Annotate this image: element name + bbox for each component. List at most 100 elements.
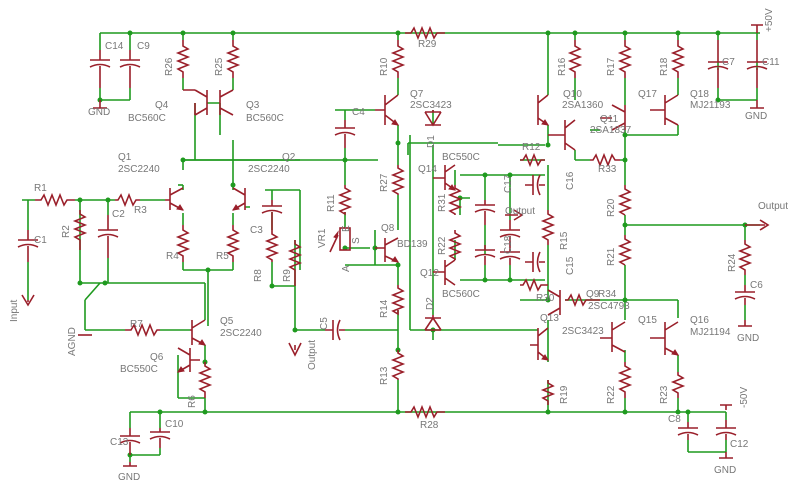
label-r8: R8	[253, 269, 264, 282]
label-output-mid: Output	[505, 206, 536, 217]
label-d2: D2	[425, 297, 436, 310]
label-q1: Q1	[118, 152, 132, 163]
label-c11: C11	[762, 57, 780, 68]
label-r3: R3	[134, 205, 147, 216]
label-r17: R17	[606, 57, 617, 76]
label-gnd-bottom-left: GND	[118, 472, 141, 483]
label-gnd-bottom-right: GND	[714, 465, 737, 476]
label-c16: C16	[565, 171, 576, 190]
label-r25: R25	[214, 57, 225, 76]
label-r30: R30	[536, 293, 555, 304]
label-r26: R26	[164, 57, 175, 76]
label-r20: R20	[606, 198, 617, 217]
label-r2: R2	[61, 225, 72, 238]
label-r27: R27	[379, 173, 390, 192]
label-c18: C18	[503, 235, 514, 254]
label-r10: R10	[379, 57, 390, 76]
label-c12: C12	[730, 439, 749, 450]
label-gnd-top-right: GND	[745, 111, 768, 122]
label-c13: C13	[110, 437, 129, 448]
label-input: Input	[9, 299, 20, 322]
capacitors	[17, 40, 768, 455]
label-r31: R31	[437, 193, 448, 212]
label-r29: R29	[418, 39, 437, 50]
label-c17: C17	[503, 174, 514, 193]
label-q4-part: BC560C	[128, 113, 166, 124]
label-r14: R14	[379, 299, 390, 318]
label-r5: R5	[216, 251, 229, 262]
label-gnd-c6: GND	[737, 333, 760, 344]
label-q6-part: BC550C	[120, 364, 158, 375]
label-q7: Q7	[410, 89, 424, 100]
label-d1: D1	[426, 135, 437, 148]
label-q14-part: BC550C	[442, 152, 480, 163]
label-q1-part: 2SC2240	[118, 164, 160, 175]
label-vr1-e: E	[341, 225, 352, 232]
label-r18: R18	[659, 57, 670, 76]
label-r34: R34	[598, 289, 617, 300]
label-gnd-top-left: GND	[88, 107, 111, 118]
label-q5: Q5	[220, 316, 234, 327]
label-c4: C4	[352, 107, 365, 118]
label-output-bottom: Output	[307, 339, 318, 370]
label-q18-part: MJ21193	[690, 100, 731, 111]
label-r15: R15	[559, 231, 570, 250]
label-r21: R21	[606, 247, 617, 266]
label-q16: Q16	[690, 315, 709, 326]
label-r11: R11	[326, 194, 337, 212]
label-q5-part: 2SC2240	[220, 328, 262, 339]
label-q15: Q15	[638, 315, 657, 326]
label-q7-part: 2SC3423	[410, 100, 452, 111]
label-r28: R28	[420, 420, 439, 431]
label-q14: Q14	[418, 164, 437, 175]
label-q8: Q8	[381, 223, 395, 234]
label-vr1-a: A	[341, 265, 352, 272]
label-c8: C8	[668, 414, 681, 425]
label-q4: Q4	[155, 100, 169, 111]
label-r4: R4	[166, 251, 179, 262]
label-q12: Q12	[420, 268, 439, 279]
label-q6: Q6	[150, 352, 164, 363]
resistors	[35, 25, 753, 420]
label-q8-part: BD139	[397, 239, 428, 250]
label-c3: C3	[250, 225, 263, 236]
label-c15: C15	[565, 256, 576, 275]
label-c6: C6	[750, 280, 763, 291]
label-c2: C2	[112, 209, 125, 220]
label-r12: R12	[522, 142, 541, 153]
label-q2-part: 2SC2240	[248, 164, 290, 175]
label-q9-part: 2SC4793	[588, 301, 630, 312]
label-r23: R23	[659, 385, 670, 404]
label-r19: R19	[559, 385, 570, 404]
label-r7: R7	[130, 319, 143, 330]
label-r16: R16	[557, 57, 568, 76]
label-r33: R33	[598, 164, 617, 175]
label-plus50v: +50V	[764, 8, 775, 32]
label-c7: C7	[722, 57, 735, 68]
label-q10: Q10	[563, 89, 582, 100]
label-q2: Q2	[282, 152, 296, 163]
label-r22-upper: R22	[437, 236, 448, 255]
label-q18: Q18	[690, 89, 709, 100]
label-r6: R6	[187, 395, 198, 408]
diodes-and-pot	[329, 110, 442, 331]
label-vr1-s: S	[351, 237, 362, 244]
label-vr1: VR1	[317, 228, 328, 248]
label-r22-lower: R22	[606, 385, 617, 404]
arrows-and-grounds	[21, 24, 770, 467]
label-q9: Q9	[586, 289, 600, 300]
label-q11: Q11	[600, 114, 619, 125]
label-q13: Q13	[540, 313, 559, 324]
label-q16-part: MJ21194	[690, 327, 731, 338]
label-r9: R9	[282, 269, 293, 282]
label-r24: R24	[727, 253, 738, 272]
label-c9: C9	[137, 41, 150, 52]
label-r1: R1	[34, 183, 47, 194]
label-c1: C1	[34, 235, 47, 246]
label-c5: C5	[319, 317, 330, 330]
label-c14: C14	[105, 41, 124, 52]
label-output-right: Output	[758, 201, 789, 212]
label-q17: Q17	[638, 89, 657, 100]
